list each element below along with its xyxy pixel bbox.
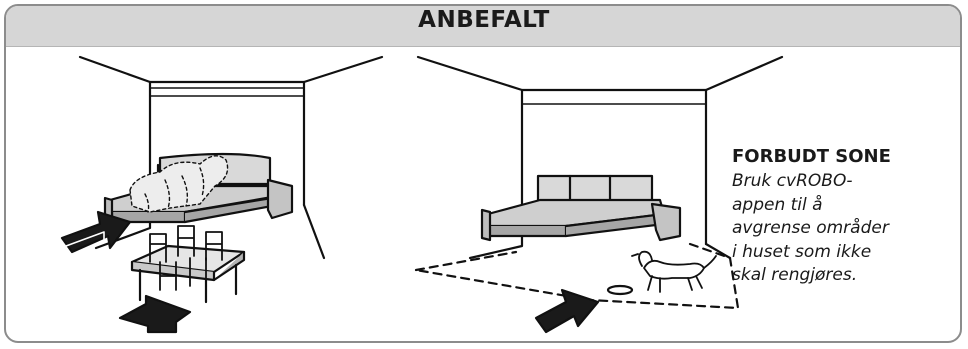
sofa-dust-cover-icon xyxy=(129,155,229,213)
right-window-frame xyxy=(521,89,707,105)
left-window-frame xyxy=(149,81,305,97)
page-title: ANBEFALT xyxy=(418,7,550,33)
forbidden-zone-text-line-2: appen til å xyxy=(732,194,823,215)
right-room-left-wall xyxy=(416,55,524,260)
forbidden-zone-text-line-1: Bruk cvROBO- xyxy=(732,171,853,191)
right-room-scene xyxy=(414,55,784,334)
right-room-ceiling-edge xyxy=(704,55,784,92)
table-with-chairs-icon xyxy=(130,225,246,304)
left-room-floor-edge xyxy=(302,203,326,260)
direction-arrow-icon xyxy=(534,288,600,334)
forbidden-zone-note: FORBUDT SONE Bruk cvROBO- appen til å av… xyxy=(732,146,958,288)
direction-arrow-icon xyxy=(60,210,132,254)
forbidden-zone-boundary xyxy=(414,242,740,310)
forbidden-zone-text-line-5: skal rengjøres. xyxy=(732,265,858,285)
right-sofa-icon xyxy=(480,174,682,242)
pet-bowl-icon xyxy=(606,284,634,296)
forbidden-zone-text-line-3: avgrense områder xyxy=(732,218,889,238)
panel-header xyxy=(6,6,960,47)
left-room-scene xyxy=(60,55,384,334)
left-room-ceiling-edge xyxy=(302,55,384,84)
forbidden-zone-text-line-4: i huset som ikke xyxy=(732,241,872,262)
dog-icon xyxy=(631,250,717,293)
left-room-left-wall xyxy=(78,55,152,250)
forbidden-zone-heading: FORBUDT SONE xyxy=(732,146,891,167)
up-arrow-icon xyxy=(118,294,192,334)
right-room-floor-edge xyxy=(704,242,732,260)
